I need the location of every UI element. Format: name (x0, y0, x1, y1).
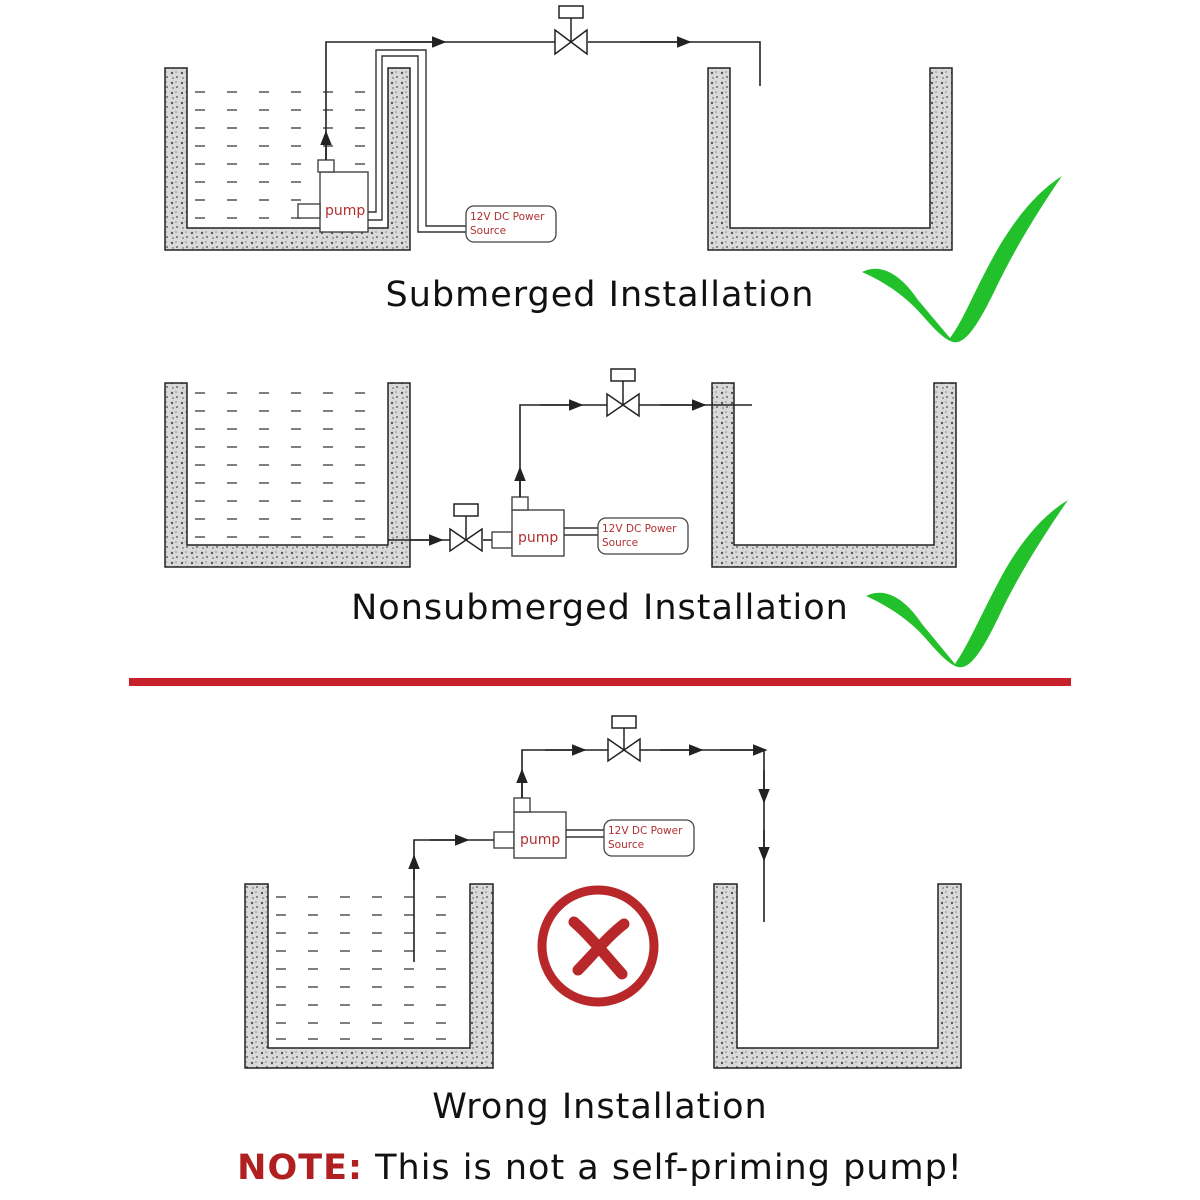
target-tank (713, 883, 962, 1069)
valve-icon (554, 5, 588, 56)
source-tank (164, 382, 411, 568)
source-tank (244, 883, 494, 1069)
power-label-line2: Source (602, 537, 638, 549)
nonsubmerged-diagram: pump 12V DC Power Source (164, 368, 1068, 668)
source-tank (164, 67, 411, 251)
note-text: This is not a self-priming pump! (363, 1148, 963, 1188)
water-lines (195, 392, 382, 538)
power-label-line2: Source (608, 839, 644, 851)
nonsubmerged-caption: Nonsubmerged Installation (351, 588, 849, 628)
note-lead: NOTE: (237, 1148, 363, 1188)
power-label-line2: Source (470, 225, 506, 237)
wrong-caption: Wrong Installation (432, 1087, 768, 1127)
submerged-diagram: pump 12V DC Power Source (164, 5, 1062, 343)
power-label-line1: 12V DC Power (608, 825, 683, 837)
power-source: 12V DC Power Source (597, 517, 689, 555)
target-tank (707, 67, 953, 251)
divider-line (129, 678, 1071, 686)
green-check-icon (862, 176, 1062, 343)
outlet-pipe (320, 36, 761, 160)
target-tank (711, 382, 957, 568)
power-cable (368, 49, 468, 233)
intake-pipe (408, 834, 494, 962)
pump: pump (491, 496, 565, 557)
submerged-caption: Submerged Installation (385, 275, 815, 315)
red-x-circle-icon (537, 885, 659, 1007)
pump: pump (493, 797, 567, 859)
power-cable (566, 829, 606, 838)
water-lines (276, 896, 462, 1040)
pump-label: pump (325, 203, 365, 219)
pump-label: pump (518, 530, 558, 546)
power-label-line1: 12V DC Power (602, 523, 677, 535)
power-source: 12V DC Power Source (465, 205, 557, 243)
valve-icon (607, 715, 641, 763)
pump: pump (297, 159, 369, 233)
valve-icon (606, 368, 640, 418)
outlet-pipe (514, 399, 752, 497)
pump-label: pump (520, 832, 560, 848)
power-label-line1: 12V DC Power (470, 211, 545, 223)
green-check-icon (866, 500, 1068, 668)
power-cable (564, 527, 600, 536)
outlet-pipe (516, 744, 770, 922)
note: NOTE: This is not a self-priming pump! (0, 1148, 1200, 1188)
wrong-diagram: pump 12V DC Power Sourc (244, 715, 962, 1069)
power-source: 12V DC Power Source (603, 819, 695, 857)
valve-icon (449, 503, 483, 553)
